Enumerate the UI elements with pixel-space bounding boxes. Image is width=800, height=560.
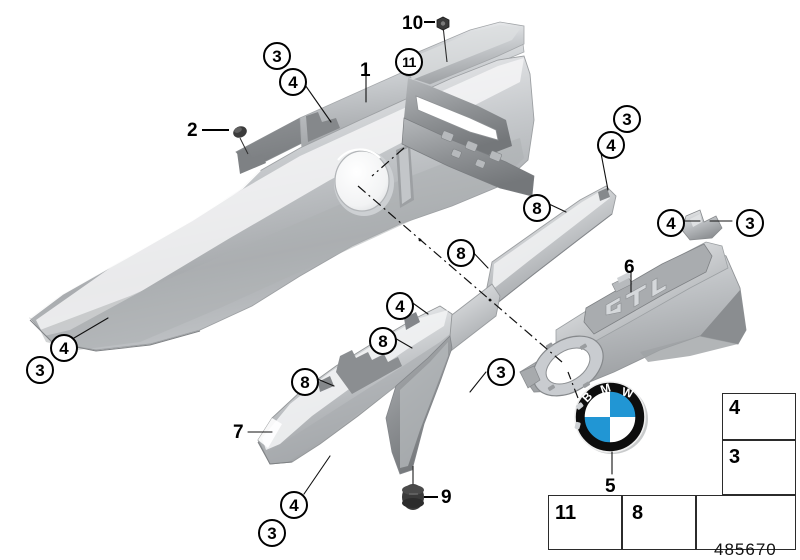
callout-label: 8 <box>532 198 542 218</box>
callout-3-farright[interactable]: 3 <box>736 209 764 237</box>
legend-box-3[interactable] <box>722 440 796 495</box>
callout-3-bottom[interactable]: 3 <box>258 519 286 547</box>
callout-label: 11 <box>402 54 416 70</box>
legend-box-arrow[interactable] <box>696 495 796 550</box>
label-part-7[interactable]: 7 <box>233 423 244 442</box>
legend-label-3: 3 <box>729 447 740 467</box>
label-text: 1 <box>360 60 371 81</box>
callout-label: 3 <box>745 213 755 233</box>
callout-3-topleft[interactable]: 3 <box>263 42 291 70</box>
legend-label-11: 11 <box>555 503 576 523</box>
bmw-roundel-artwork: B M W <box>574 380 648 454</box>
callout-label: 4 <box>606 135 616 155</box>
callout-3-lowerleft[interactable]: 3 <box>26 356 54 384</box>
legend-label-4: 4 <box>729 398 740 418</box>
label-text: 7 <box>233 422 244 443</box>
callout-label: 3 <box>272 46 282 66</box>
diagram-number: 485670 <box>714 540 777 560</box>
callout-label: 4 <box>59 338 69 358</box>
svg-text:M: M <box>599 380 613 396</box>
label-text: 2 <box>187 120 198 141</box>
callout-3-bottomright[interactable]: 3 <box>487 358 515 386</box>
callout-label: 8 <box>378 331 388 351</box>
callout-label: 4 <box>288 72 298 92</box>
legend-number-text: 3 <box>729 446 741 468</box>
callout-11-top[interactable]: 11 <box>395 48 423 76</box>
diagram-number-text: 485670 <box>714 540 777 559</box>
callout-label: 3 <box>267 523 277 543</box>
svg-text:W: W <box>620 384 635 401</box>
legend-box-4[interactable] <box>722 393 796 440</box>
legend-box-11[interactable] <box>548 495 622 550</box>
label-part-6[interactable]: 6 <box>624 258 635 277</box>
callout-label: 4 <box>666 213 676 233</box>
label-part-5[interactable]: 5 <box>605 477 616 496</box>
callout-4-topright[interactable]: 4 <box>597 131 625 159</box>
callout-label: 8 <box>456 243 466 263</box>
callout-8-center[interactable]: 8 <box>447 239 475 267</box>
callout-label: 3 <box>35 360 45 380</box>
callout-4-topleft[interactable]: 4 <box>279 68 307 96</box>
callout-label: 3 <box>496 362 506 382</box>
label-text: 5 <box>605 476 616 497</box>
callout-label: 8 <box>300 372 310 392</box>
legend-number-text: 4 <box>729 397 741 419</box>
label-part-2[interactable]: 2 <box>187 121 198 140</box>
callout-label: 4 <box>289 495 299 515</box>
legend-label-8: 8 <box>632 503 643 523</box>
label-part-9[interactable]: 9 <box>441 488 452 507</box>
callout-label: 3 <box>622 109 632 129</box>
legend-number-text: 8 <box>632 502 644 524</box>
callout-8-left[interactable]: 8 <box>291 368 319 396</box>
callout-8-upper[interactable]: 8 <box>523 194 551 222</box>
legend-box-8[interactable] <box>622 495 696 550</box>
label-part-1[interactable]: 1 <box>360 61 371 80</box>
label-part-10[interactable]: 10 <box>402 14 423 33</box>
legend-number-text: 11 <box>555 502 577 524</box>
callout-4-bottom[interactable]: 4 <box>280 491 308 519</box>
callout-8-midleft[interactable]: 8 <box>369 327 397 355</box>
label-text: 6 <box>624 257 635 278</box>
callout-4-farright[interactable]: 4 <box>657 209 685 237</box>
callout-4-midleft[interactable]: 4 <box>386 292 414 320</box>
callout-label: 4 <box>395 296 405 316</box>
label-text: 10 <box>402 13 424 34</box>
callout-3-topright[interactable]: 3 <box>613 105 641 133</box>
callout-4-lowerleft[interactable]: 4 <box>50 334 78 362</box>
label-text: 9 <box>441 487 452 508</box>
